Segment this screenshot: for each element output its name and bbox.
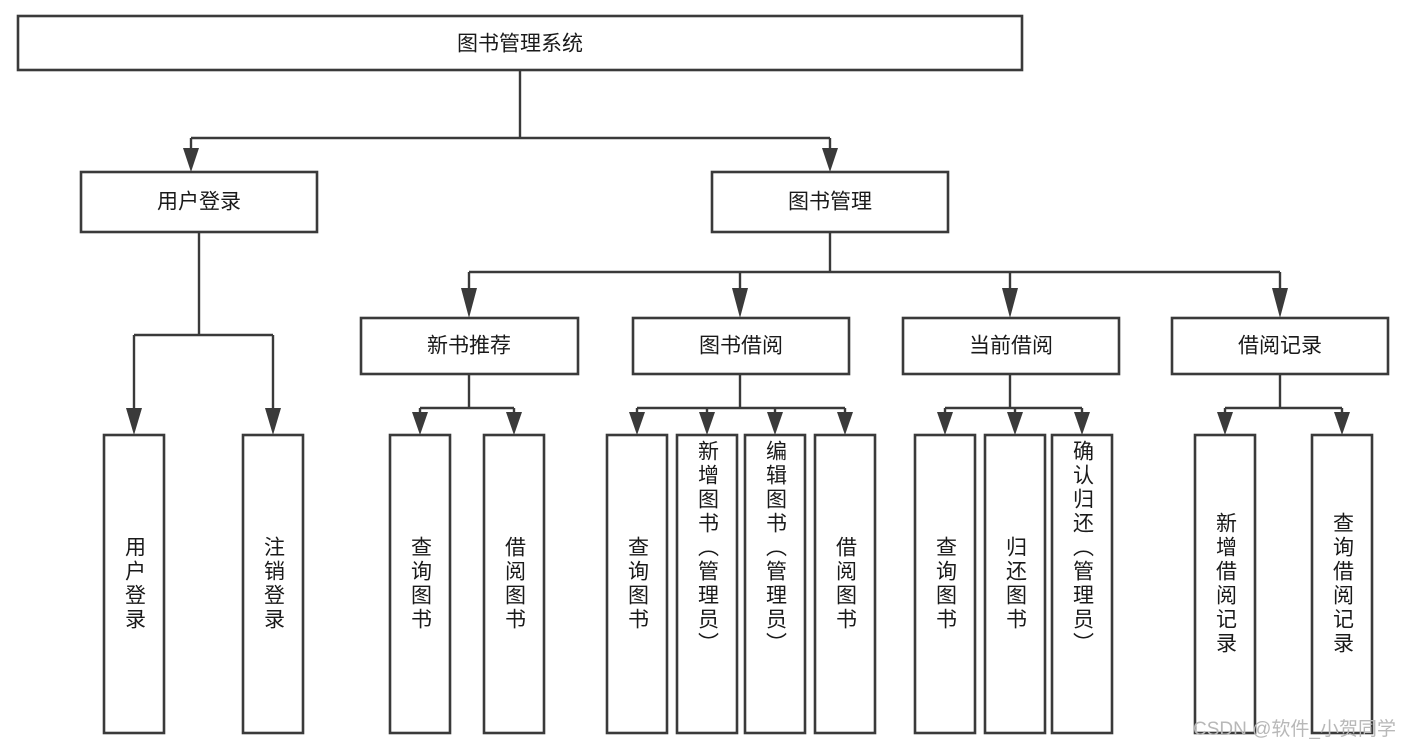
node-leaf-logout-box[interactable]	[241, 433, 305, 735]
node-root-box[interactable]	[16, 14, 1024, 72]
connector-group-current-borrow	[937, 374, 1090, 435]
node-book-manage-label: 图书管理	[788, 191, 872, 214]
node-leaf-query-book-2-box[interactable]	[605, 433, 669, 735]
connector-group-book-manage	[461, 232, 1288, 318]
node-new-book-rec-label: 新书推荐	[427, 335, 511, 358]
connector-group-book-borrow	[629, 374, 853, 435]
node-current-borrow-label: 当前借阅	[969, 335, 1053, 358]
node-leaf-add-book-box[interactable]	[675, 433, 739, 735]
node-leaf-query-book-1-box[interactable]	[388, 433, 452, 735]
node-leaf-borrow-book-1-box[interactable]	[482, 433, 546, 735]
node-leaf-return-book-box[interactable]	[983, 433, 1047, 735]
node-root[interactable]: 图书管理系统	[16, 14, 1024, 72]
node-book-manage[interactable]: 图书管理	[710, 170, 950, 234]
node-leaf-edit-book-box[interactable]	[743, 433, 807, 735]
arrow-head-leaf-edit-book	[767, 412, 783, 435]
node-book-borrow-label: 图书借阅	[699, 335, 783, 358]
connector-group-borrow-record	[1217, 374, 1350, 435]
arrow-head-leaf-confirm-return	[1074, 412, 1090, 435]
node-new-book-rec[interactable]: 新书推荐	[359, 316, 580, 376]
watermark-label: CSDN @软件_小贺同学	[1193, 718, 1396, 740]
node-new-book-rec-box[interactable]	[359, 316, 580, 376]
node-borrow-record-box[interactable]	[1170, 316, 1390, 376]
arrow-head-leaf-query-book-2	[629, 412, 645, 435]
node-user-login-label: 用户登录	[157, 191, 241, 214]
arrow-head-leaf-add-record	[1217, 412, 1233, 435]
node-user-login-box[interactable]	[79, 170, 319, 234]
arrow-head-book-borrow	[732, 288, 748, 318]
arrow-head-leaf-query-book-1	[412, 412, 428, 435]
arrow-head-leaf-query-record	[1334, 412, 1350, 435]
node-leaf-query-record-box[interactable]	[1310, 433, 1374, 735]
node-borrow-record[interactable]: 借阅记录	[1170, 316, 1390, 376]
arrow-head-leaf-user-login	[126, 408, 142, 435]
arrow-head-leaf-borrow-book-1	[506, 412, 522, 435]
node-book-borrow[interactable]: 图书借阅	[631, 316, 851, 376]
arrow-head-book-manage	[822, 148, 838, 172]
node-user-login[interactable]: 用户登录	[79, 170, 319, 234]
node-root-label: 图书管理系统	[457, 33, 583, 56]
node-book-manage-box[interactable]	[710, 170, 950, 234]
node-leaf-user-login-box[interactable]	[102, 433, 166, 735]
node-book-borrow-box[interactable]	[631, 316, 851, 376]
connector-group-root	[183, 70, 838, 172]
node-borrow-record-label: 借阅记录	[1238, 335, 1322, 358]
node-current-borrow[interactable]: 当前借阅	[901, 316, 1121, 376]
arrow-head-leaf-return-book	[1007, 412, 1023, 435]
node-leaf-borrow-book-2-box[interactable]	[813, 433, 877, 735]
connector-group-user-login	[126, 232, 281, 435]
connector-group-new-book-rec	[412, 374, 522, 435]
node-leaf-confirm-return-box[interactable]	[1050, 433, 1114, 735]
arrow-head-new-book-rec	[461, 288, 477, 318]
arrow-head-user-login	[183, 148, 199, 172]
node-leaf-query-book-3-box[interactable]	[913, 433, 977, 735]
arrow-head-borrow-record	[1272, 288, 1288, 318]
node-leaf-add-record-box[interactable]	[1193, 433, 1257, 735]
node-current-borrow-box[interactable]	[901, 316, 1121, 376]
arrow-head-current-borrow	[1002, 288, 1018, 318]
arrow-head-leaf-query-book-3	[937, 412, 953, 435]
arrow-head-leaf-add-book	[699, 412, 715, 435]
arrow-head-leaf-borrow-book-2	[837, 412, 853, 435]
arrow-head-leaf-logout	[265, 408, 281, 435]
